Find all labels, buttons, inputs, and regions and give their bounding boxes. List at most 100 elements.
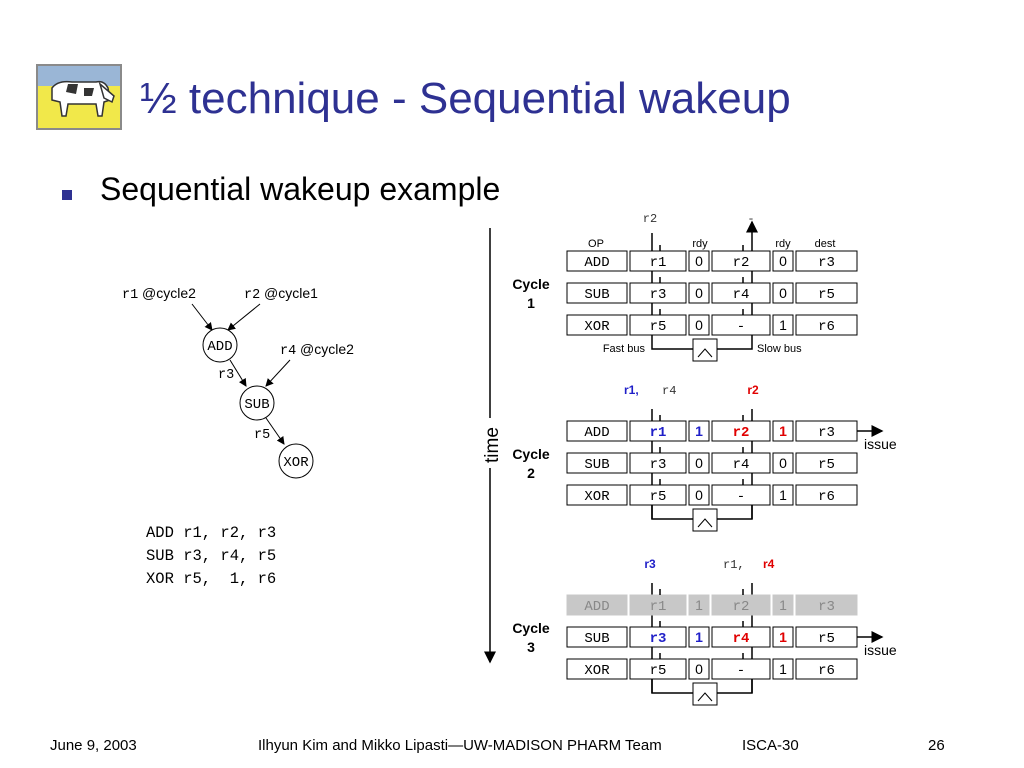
- edge-sub-xor: [265, 417, 285, 445]
- node-xor: [278, 443, 314, 479]
- entry-rdy1: 0: [695, 285, 703, 301]
- footer-conference: ISCA-30: [742, 737, 799, 754]
- entry-op: SUB: [584, 457, 609, 473]
- node-add: [202, 327, 238, 363]
- entry-cell: [688, 314, 710, 336]
- entry-cell: [629, 420, 687, 442]
- graph-label-r2-cycle: @cycle1: [264, 285, 318, 301]
- entry-rdy1: 1: [695, 597, 703, 613]
- entry-src2: r4: [733, 631, 750, 647]
- entry-cell: [566, 658, 628, 680]
- col-header-rdy: rdy: [775, 238, 791, 250]
- entry-dest: r3: [818, 425, 835, 441]
- entry-op: ADD: [584, 599, 609, 615]
- entry-src1: r5: [650, 319, 667, 335]
- entry-src1: r3: [650, 631, 667, 647]
- entry-cell: [772, 420, 794, 442]
- entry-cell: [772, 452, 794, 474]
- entry-dest: r5: [818, 631, 835, 647]
- bus-tag: r2: [643, 212, 657, 226]
- edge-r4-sub: [265, 359, 291, 387]
- cycle-label: 3: [527, 639, 535, 655]
- entry-cell: [566, 452, 628, 474]
- entry-src2: r4: [733, 457, 750, 473]
- entry-cell: [772, 594, 794, 616]
- entry-op: XOR: [584, 489, 610, 505]
- entry-rdy1: 0: [695, 487, 703, 503]
- entry-src2: r2: [733, 255, 750, 271]
- entry-cell: [566, 594, 628, 616]
- entry-cell: [629, 594, 687, 616]
- entry-cell: [711, 282, 771, 304]
- cycle-label: Cycle: [512, 620, 550, 636]
- code-line: SUB r3, r4, r5: [146, 547, 277, 565]
- entry-rdy2: 1: [779, 597, 787, 613]
- entry-dest: r6: [818, 489, 835, 505]
- entry-cell: [566, 282, 628, 304]
- entry-rdy2: 0: [779, 253, 787, 269]
- entry-src2: r2: [733, 599, 750, 615]
- slow-bus-label: Slow bus: [757, 343, 802, 355]
- graph-label-r4: r4: [280, 344, 296, 359]
- entry-cell: [688, 452, 710, 474]
- entry-cell: [629, 484, 687, 506]
- entry-rdy2: 1: [779, 317, 787, 333]
- entry-cell: [711, 658, 771, 680]
- entry-dest: r3: [818, 599, 835, 615]
- bus-connector: [651, 505, 693, 520]
- entry-cell: [688, 658, 710, 680]
- entry-cell: [566, 314, 628, 336]
- node-sub: [239, 385, 275, 421]
- entry-src1: r5: [650, 663, 667, 679]
- entry-rdy2: 1: [779, 629, 787, 645]
- entry-rdy2: 0: [779, 285, 787, 301]
- slide-title: ½ technique - Sequential wakeup: [140, 74, 791, 123]
- entry-src1: r3: [650, 287, 667, 303]
- edge-r5-label: r5: [254, 428, 270, 443]
- entry-src2: -: [737, 489, 745, 505]
- bullet-marker: [62, 190, 72, 200]
- graph-label-r4-cycle: @cycle2: [300, 341, 354, 357]
- entry-cell: [688, 594, 710, 616]
- edge-r3-label: r3: [218, 368, 234, 383]
- entry-cell: [629, 626, 687, 648]
- entry-cell: [795, 484, 858, 506]
- latch-clock-icon: [697, 518, 713, 528]
- latch-box: [692, 338, 718, 362]
- entry-cell: [629, 452, 687, 474]
- dependency-graph: r1 @cycle2 r2 @cycle1 r4 @cycle2 ADD r3 …: [122, 285, 354, 479]
- fast-bus-label: Fast bus: [603, 343, 646, 355]
- issue-label: issue: [864, 642, 897, 658]
- cycle-label: Cycle: [512, 446, 550, 462]
- entry-dest: r5: [818, 457, 835, 473]
- entry-cell: [795, 250, 858, 272]
- entry-cell: [795, 282, 858, 304]
- entry-rdy1: 0: [695, 253, 703, 269]
- entry-cell: [566, 250, 628, 272]
- time-label: time: [482, 427, 503, 463]
- entry-src2: r4: [733, 287, 750, 303]
- edge-r1-add: [191, 303, 213, 331]
- node-sub-label: SUB: [244, 397, 269, 413]
- entry-src1: r1: [650, 255, 667, 271]
- entry-rdy2: 0: [779, 455, 787, 471]
- footer-date: June 9, 2003: [50, 737, 137, 754]
- entry-cell: [772, 626, 794, 648]
- code-line: XOR r5, 1, r6: [146, 570, 277, 588]
- entry-src1: r5: [650, 489, 667, 505]
- cycle-label: 1: [527, 295, 535, 311]
- footer-page-number: 26: [928, 737, 945, 754]
- entry-rdy2: 1: [779, 487, 787, 503]
- bus-tag-slow: r4: [763, 557, 775, 571]
- entry-cell: [772, 484, 794, 506]
- entry-cell: [711, 626, 771, 648]
- entry-rdy2: 1: [779, 423, 787, 439]
- latch-box: [692, 508, 718, 532]
- entry-op: XOR: [584, 663, 610, 679]
- entry-op: ADD: [584, 255, 609, 271]
- entry-op: XOR: [584, 319, 610, 335]
- entry-dest: r5: [818, 287, 835, 303]
- bus-tag-slow: r2: [747, 383, 759, 397]
- entry-cell: [772, 282, 794, 304]
- graph-label-r2: r2: [244, 288, 260, 303]
